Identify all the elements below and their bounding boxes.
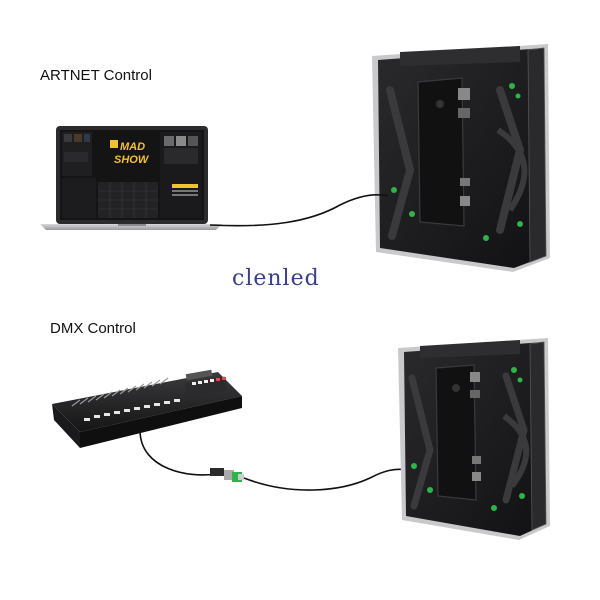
logo-line2: SHOW <box>114 154 150 166</box>
console-front <box>80 396 242 448</box>
laptop: MAD SHOW <box>40 126 222 230</box>
button-row <box>84 399 180 421</box>
fader-row <box>71 377 169 407</box>
logo-line1: MAD <box>120 141 145 153</box>
dmx-cable-in <box>139 429 216 476</box>
artnet-control-label: ARTNET Control <box>40 67 152 84</box>
led-cabinet-top <box>372 44 550 272</box>
dmx-console <box>52 369 242 448</box>
green-connectors-bottom <box>411 367 525 511</box>
laptop-base <box>40 224 222 230</box>
madshow-logo: MAD SHOW <box>110 140 150 166</box>
software-ui <box>62 132 202 218</box>
dmx-control-label: DMX Control <box>50 320 136 337</box>
artnet-cable <box>209 193 389 227</box>
watermark-text: clenled <box>232 266 320 291</box>
green-connectors-top <box>391 83 523 241</box>
dmx-connector <box>210 468 244 482</box>
led-cabinet-bottom <box>398 338 550 540</box>
dmx-cable-out <box>243 468 409 491</box>
